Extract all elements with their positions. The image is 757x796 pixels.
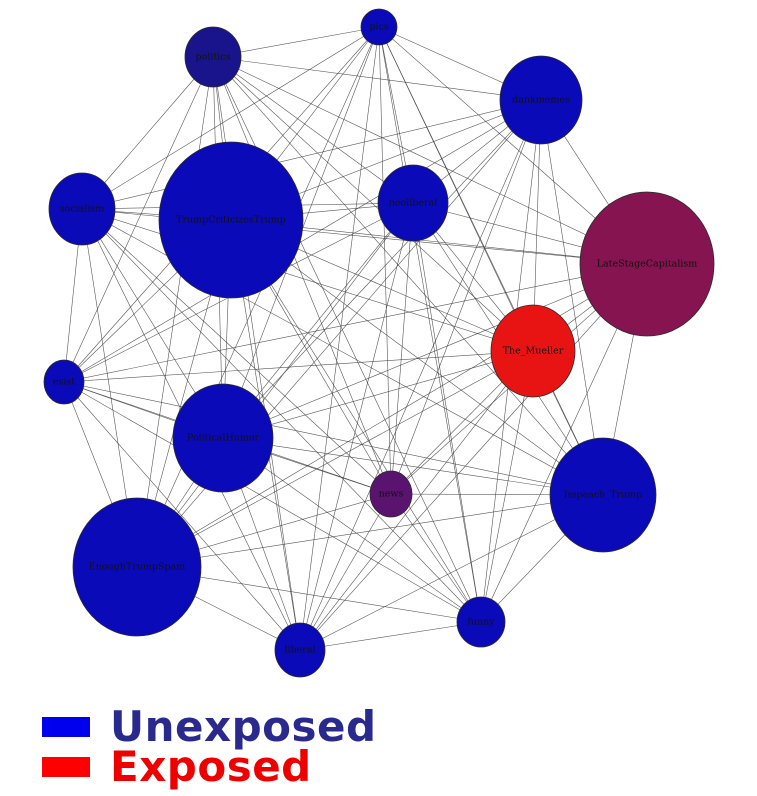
edge-esist-Impeach_Trump (63, 381, 604, 496)
legend-exposed-swatch (42, 757, 90, 777)
edge-politics-funny (212, 56, 482, 623)
edge-neoliberal-liberal (299, 202, 414, 651)
edge-dankmemes-Impeach_Trump (540, 99, 604, 496)
edge-esist-funny (63, 381, 482, 623)
node-Impeach_Trump (549, 437, 657, 553)
node-layer: pics politics dankmemes socialismTrumpCriti… (43, 8, 715, 678)
node-pics (360, 8, 398, 46)
edge-Impeach_Trump-liberal (299, 494, 604, 651)
edge-politics-EnoughTrumpSpam (136, 56, 214, 568)
node-label-The_Mueller: The_Mueller (503, 346, 564, 357)
edge-dankmemes-EnoughTrumpSpam (136, 99, 542, 568)
node-socialism (48, 172, 116, 246)
node-label-pics: pics (369, 22, 388, 33)
edge-politics-Impeach_Trump (212, 56, 604, 496)
edge-dankmemes-esist (63, 99, 542, 383)
node-PoliticalHumor (172, 383, 274, 493)
network-graph: pics politics dankmemes socialismTrumpCriti… (43, 8, 715, 678)
node-label-dankmemes: dankmemes (512, 95, 570, 106)
edge-The_Mueller-PoliticalHumor (222, 350, 534, 439)
node-politics (184, 26, 242, 88)
edge-politics-news (212, 56, 392, 495)
node-label-funny: funny (467, 617, 495, 628)
edge-neoliberal-news (390, 202, 414, 495)
node-label-PoliticalHumor: PoliticalHumor (187, 433, 260, 444)
edge-news-liberal (299, 493, 392, 651)
legend-exposed-label: Exposed (110, 742, 312, 791)
node-label-EnoughTrumpSpam: EnoughTrumpSpam (89, 562, 185, 573)
edge-LateStageCapitalism-esist (63, 263, 648, 383)
node-TrumpCriticizesTrump (158, 141, 304, 299)
node-label-neoliberal: neoliberal (389, 198, 437, 209)
edge-dankmemes-PoliticalHumor (222, 99, 542, 439)
node-label-news: news (379, 489, 404, 500)
node-label-TrumpCriticizesTrump: TrumpCriticizesTrump (176, 215, 286, 226)
edge-politics-dankmemes (212, 56, 542, 101)
edge-dankmemes-liberal (299, 99, 542, 651)
edge-dankmemes-socialism (81, 99, 542, 210)
edge-socialism-funny (81, 208, 482, 623)
edge-pics-socialism (81, 26, 380, 210)
legend-unexposed-label: Unexposed (110, 702, 377, 751)
edge-pics-funny (378, 26, 482, 623)
node-esist (43, 359, 85, 405)
edge-LateStageCapitalism-EnoughTrumpSpam (136, 263, 648, 568)
edge-politics-neoliberal (212, 56, 414, 204)
node-EnoughTrumpSpam (72, 497, 202, 637)
edge-PoliticalHumor-Impeach_Trump (222, 437, 604, 496)
edge-LateStageCapitalism-liberal (299, 263, 648, 651)
edge-pics-Impeach_Trump (378, 26, 604, 496)
node-label-esist: esist (53, 377, 75, 388)
node-LateStageCapitalism (579, 191, 715, 337)
edge-neoliberal-EnoughTrumpSpam (136, 202, 414, 568)
edge-dankmemes-news (390, 99, 542, 495)
node-label-socialism: socialism (60, 204, 105, 215)
edge-funny-liberal (299, 621, 482, 651)
node-funny (456, 596, 506, 648)
edge-The_Mueller-liberal (299, 350, 534, 651)
edge-PoliticalHumor-funny (222, 437, 482, 623)
edge-neoliberal-funny (412, 202, 482, 623)
edge-esist-liberal (63, 381, 301, 651)
edge-TrumpCriticizesTrump-Impeach_Trump (230, 219, 604, 496)
edge-politics-LateStageCapitalism (212, 56, 648, 265)
node-The_Mueller (490, 304, 576, 398)
node-dankmemes (499, 55, 583, 145)
edge-pics-EnoughTrumpSpam (136, 26, 380, 568)
legend-exposed: Exposed (42, 746, 312, 788)
edge-politics-esist (63, 56, 214, 383)
edge-The_Mueller-esist (63, 350, 534, 383)
edge-The_Mueller-EnoughTrumpSpam (136, 350, 534, 568)
edge-news-funny (390, 493, 482, 623)
edge-TrumpCriticizesTrump-funny (230, 219, 482, 623)
edge-LateStageCapitalism-PoliticalHumor (222, 263, 648, 439)
legend-unexposed: Unexposed (42, 706, 377, 748)
edge-pics-news (378, 26, 392, 495)
edge-Impeach_Trump-EnoughTrumpSpam (136, 494, 604, 568)
node-label-liberal: liberal (284, 645, 315, 656)
node-label-politics: politics (196, 52, 231, 63)
node-label-Impeach_Trump: Impeach_Trump (564, 490, 642, 501)
node-liberal (274, 622, 326, 678)
node-news (369, 470, 413, 518)
legend-unexposed-swatch (42, 717, 90, 737)
edge-pics-liberal (299, 26, 380, 651)
node-neoliberal (377, 164, 449, 242)
node-label-LateStageCapitalism: LateStageCapitalism (597, 259, 698, 270)
edge-socialism-The_Mueller (81, 208, 534, 352)
edge-layer (63, 26, 648, 651)
